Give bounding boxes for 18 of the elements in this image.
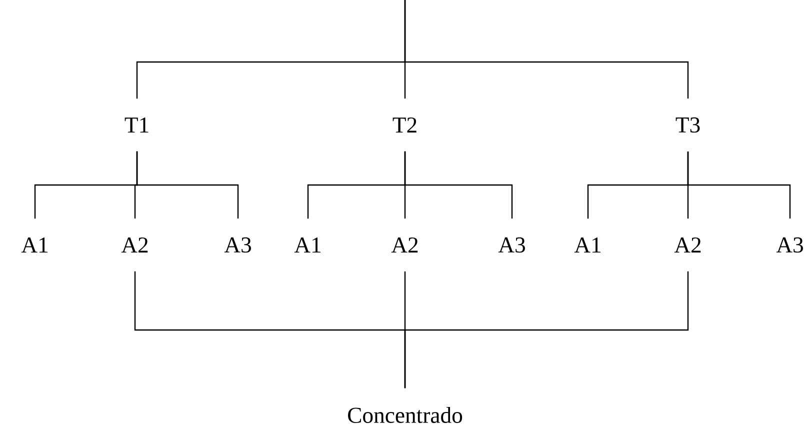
- connector-line: [404, 0, 689, 98]
- tree-label: A1: [294, 238, 320, 252]
- tree-label: A1: [574, 238, 600, 252]
- tree-label: A3: [776, 237, 803, 253]
- tree-label: T2: [392, 117, 416, 132]
- tree-label: T1: [124, 118, 148, 132]
- tree-label: T3: [676, 117, 700, 133]
- tree-label: A3: [498, 237, 525, 253]
- connector-line: [404, 271, 689, 388]
- tree-label: A2: [674, 237, 701, 252]
- result-label: Concentrado: [348, 407, 462, 423]
- tree-label: A3: [224, 237, 251, 253]
- tree-label: A2: [391, 237, 418, 252]
- tree-label: A2: [121, 237, 148, 252]
- connector-line: [687, 152, 791, 218]
- connector-line: [136, 151, 239, 218]
- tree-label: A1: [21, 238, 48, 252]
- connector-line: [404, 151, 513, 218]
